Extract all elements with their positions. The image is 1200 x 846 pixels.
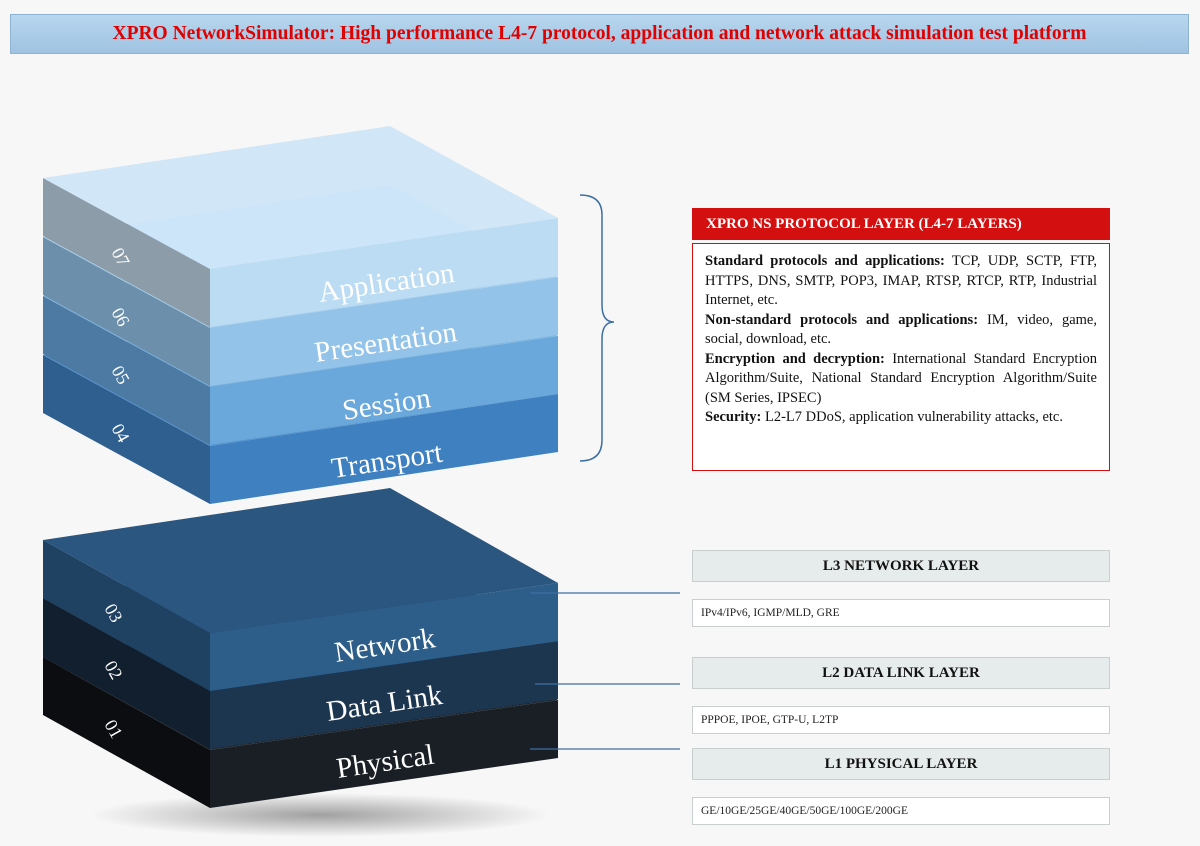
protocol-item: Encryption and decryption: International… [705, 350, 1097, 406]
l3-description: IPv4/IPv6, IGMP/MLD, GRE [692, 599, 1110, 627]
title-bar: XPRO NetworkSimulator: High performance … [10, 14, 1189, 54]
layer-network [43, 488, 558, 691]
protocol-item: Non-standard protocols and applications:… [705, 311, 1097, 348]
stack-shadow [90, 793, 550, 837]
l2-description: PPPOE, IPOE, GTP-U, L2TP [692, 706, 1110, 734]
layer-application [43, 126, 558, 327]
page-title: XPRO NetworkSimulator: High performance … [112, 23, 1087, 44]
protocol-item: Security: L2-L7 DDoS, application vulner… [705, 409, 1063, 425]
protocol-item: Standard protocols and applications: TCP… [705, 253, 1097, 308]
l2-header: L2 DATA LINK LAYER [692, 657, 1110, 689]
l1-description: GE/10GE/25GE/40GE/50GE/100GE/200GE [692, 797, 1110, 825]
layer-brace [579, 194, 615, 462]
protocol-panel-body: Standard protocols and applications: TCP… [692, 243, 1110, 471]
l1-header: L1 PHYSICAL LAYER [692, 748, 1110, 780]
l3-header: L3 NETWORK LAYER [692, 550, 1110, 582]
protocol-panel-header: XPRO NS PROTOCOL LAYER (L4-7 LAYERS) [692, 208, 1110, 240]
